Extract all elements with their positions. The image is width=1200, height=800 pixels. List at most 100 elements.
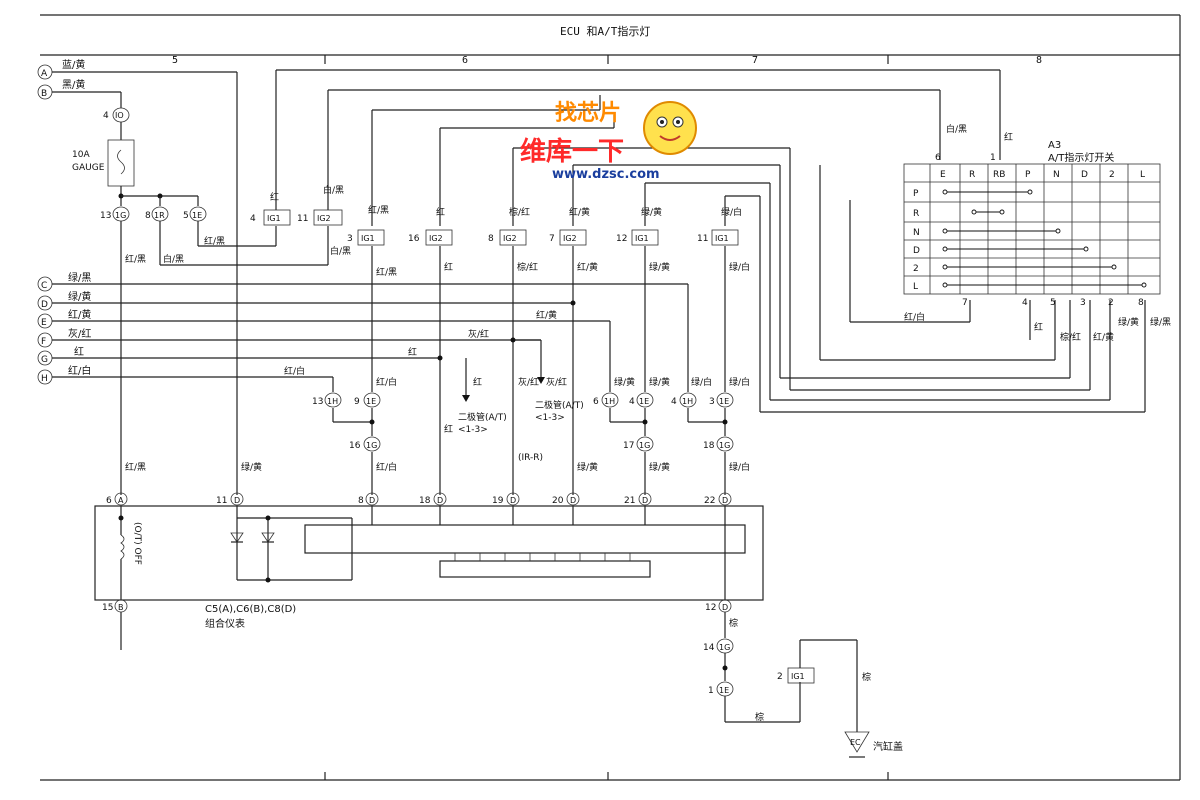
svg-text:绿/白: 绿/白: [691, 376, 712, 388]
svg-text:GAUGE: GAUGE: [72, 163, 105, 173]
svg-text:8: 8: [358, 496, 364, 506]
svg-text:红/黄: 红/黄: [1093, 331, 1114, 343]
svg-text:R: R: [913, 209, 919, 219]
svg-text:N: N: [1053, 170, 1060, 180]
svg-text:B: B: [118, 603, 124, 612]
svg-text:1G: 1G: [719, 441, 730, 450]
svg-text:绿/黑: 绿/黑: [68, 271, 91, 284]
svg-text:1: 1: [990, 153, 996, 163]
svg-text:D: D: [722, 496, 728, 505]
svg-text:1G: 1G: [719, 643, 730, 652]
terminal-f: F灰/红: [37, 327, 91, 348]
svg-text:RB: RB: [993, 170, 1005, 180]
svg-text:灰/红: 灰/红: [468, 328, 489, 340]
svg-text:N: N: [913, 228, 920, 238]
svg-text:G: G: [41, 355, 48, 365]
svg-text:棕: 棕: [755, 711, 764, 723]
svg-text:13: 13: [100, 211, 111, 221]
svg-text:白/黑: 白/黑: [163, 253, 184, 265]
svg-text:(IR-R): (IR-R): [518, 453, 543, 463]
svg-text:白/黑: 白/黑: [323, 184, 344, 196]
svg-text:A: A: [118, 496, 124, 505]
svg-text:16: 16: [349, 441, 361, 451]
left-wires: [52, 71, 688, 378]
svg-text:1E: 1E: [366, 397, 376, 406]
svg-text:20: 20: [552, 496, 564, 506]
svg-text:EC: EC: [850, 738, 861, 747]
svg-text:F: F: [41, 337, 46, 347]
svg-text:IG2: IG2: [503, 234, 517, 243]
svg-text:www.dzsc.com: www.dzsc.com: [552, 167, 660, 182]
svg-text:红/白: 红/白: [284, 365, 305, 377]
svg-text:汽缸盖: 汽缸盖: [873, 740, 903, 753]
svg-text:绿/白: 绿/白: [729, 461, 750, 473]
svg-text:13: 13: [312, 397, 323, 407]
svg-text:L: L: [1140, 170, 1145, 180]
svg-text:灰/红: 灰/红: [518, 376, 539, 388]
svg-text:4: 4: [250, 214, 256, 224]
svg-text:绿/黄: 绿/黄: [649, 376, 670, 388]
svg-text:L: L: [913, 282, 918, 292]
svg-text:绿/黄: 绿/黄: [577, 461, 598, 473]
section-8: 8: [1036, 55, 1042, 66]
svg-text:18: 18: [703, 441, 715, 451]
svg-text:二极管(A/T): 二极管(A/T): [458, 411, 507, 423]
svg-text:1H: 1H: [682, 397, 693, 406]
svg-text:C5(A),C6(B),C8(D): C5(A),C6(B),C8(D): [205, 604, 296, 615]
svg-text:IO: IO: [115, 111, 124, 120]
svg-text:E: E: [41, 318, 47, 328]
svg-text:D: D: [642, 496, 648, 505]
svg-text:11: 11: [216, 496, 227, 506]
svg-text:灰/红: 灰/红: [546, 376, 567, 388]
svg-text:(O/T) OFF: (O/T) OFF: [132, 522, 142, 565]
svg-text:A: A: [41, 69, 48, 79]
svg-text:D: D: [570, 496, 576, 505]
svg-text:4: 4: [1022, 298, 1028, 308]
svg-text:1G: 1G: [639, 441, 650, 450]
svg-text:红: 红: [473, 376, 482, 388]
svg-text:找芯片: 找芯片: [555, 101, 621, 126]
svg-text:绿/黄: 绿/黄: [68, 290, 91, 303]
svg-text:1G: 1G: [366, 441, 377, 450]
svg-text:4: 4: [103, 111, 109, 121]
svg-text:红/黑: 红/黑: [125, 253, 146, 265]
svg-text:IG1: IG1: [361, 234, 375, 243]
svg-text:6: 6: [106, 496, 112, 506]
fuse-icon: [117, 149, 125, 175]
svg-text:IG2: IG2: [563, 234, 577, 243]
svg-text:14: 14: [703, 643, 715, 653]
svg-text:红/黑: 红/黑: [125, 461, 146, 473]
svg-text:棕: 棕: [729, 617, 738, 629]
svg-text:红/黄: 红/黄: [577, 261, 598, 273]
meter-board: [304, 524, 746, 554]
svg-text:B: B: [41, 89, 47, 99]
svg-text:D: D: [234, 496, 240, 505]
svg-text:绿/黄: 绿/黄: [641, 206, 662, 218]
svg-text:5: 5: [1050, 298, 1056, 308]
svg-text:D: D: [41, 300, 48, 310]
svg-text:红/白: 红/白: [376, 376, 397, 388]
svg-text:R: R: [969, 170, 975, 180]
terminal-d: D 绿/黄: [37, 290, 91, 311]
svg-text:1H: 1H: [604, 397, 615, 406]
svg-text:D: D: [437, 496, 443, 505]
svg-text:绿/白: 绿/白: [721, 206, 742, 218]
svg-text:红: 红: [1034, 321, 1043, 333]
section-6: 6: [462, 55, 468, 66]
svg-text:6: 6: [935, 153, 941, 163]
svg-text:白/黑: 白/黑: [330, 245, 351, 257]
terminal-a: A蓝/黄: [37, 58, 85, 80]
svg-text:3: 3: [709, 397, 715, 407]
svg-text:22: 22: [704, 496, 715, 506]
svg-text:红/白: 红/白: [68, 364, 91, 377]
svg-text:2: 2: [913, 264, 919, 274]
